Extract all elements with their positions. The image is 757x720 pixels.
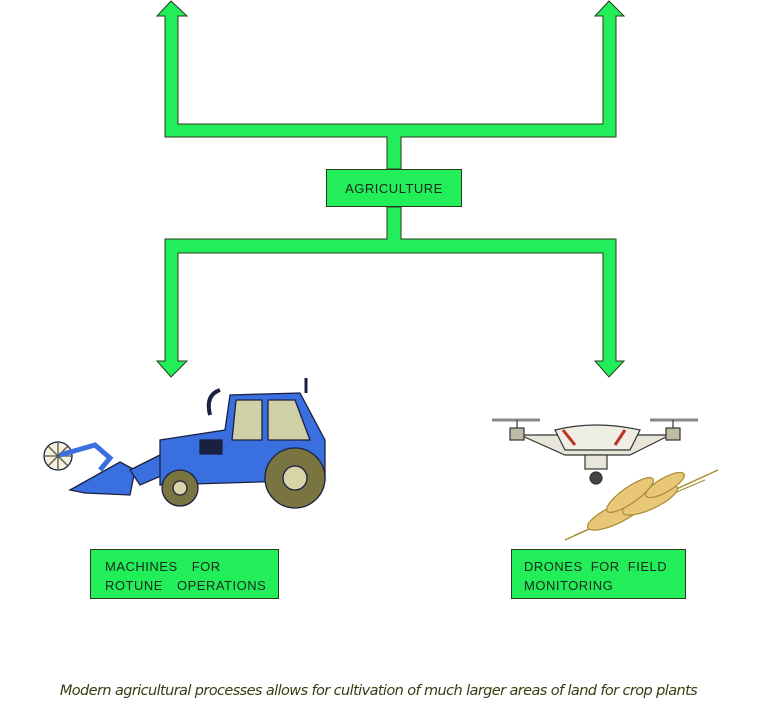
drones-label-line1: DRONES FOR FIELD bbox=[524, 559, 668, 574]
wheat-icon bbox=[564, 469, 719, 541]
agriculture-label: AGRICULTURE bbox=[345, 180, 443, 196]
agriculture-label-box: AGRICULTURE bbox=[326, 169, 462, 207]
top-arrow-frame bbox=[155, 0, 626, 170]
caption: Modern agricultural processes allows for… bbox=[59, 683, 698, 699]
machines-label-line2: ROTUNE OPERATIONS bbox=[105, 578, 267, 593]
drones-label-box: DRONES FOR FIELD MONITORING bbox=[511, 549, 686, 599]
machines-label-box: MACHINES FOR ROTUNE OPERATIONS bbox=[90, 549, 279, 599]
tractor-icon bbox=[43, 378, 326, 509]
machines-label-line1: MACHINES FOR bbox=[105, 559, 221, 574]
drone-icon bbox=[492, 418, 698, 485]
drones-label-line2: MONITORING bbox=[524, 578, 614, 593]
bottom-arrow-frame bbox=[155, 206, 626, 378]
